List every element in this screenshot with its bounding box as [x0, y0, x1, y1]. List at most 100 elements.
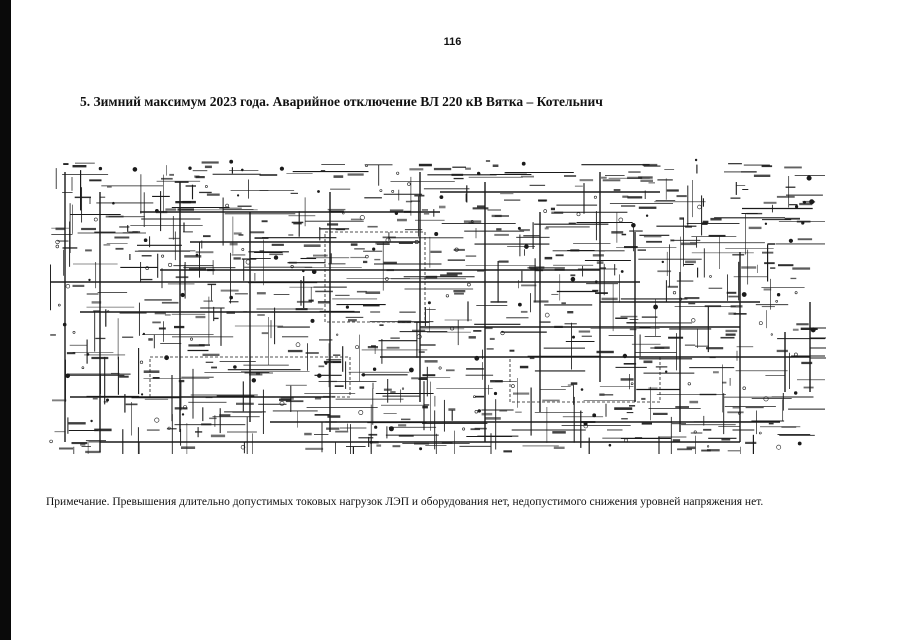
grid-node-label-mark: [269, 253, 284, 256]
grid-node-label-mark: [592, 254, 604, 257]
grid-node-mark: [251, 378, 257, 383]
grid-node-mark: [190, 337, 194, 341]
grid-node-mark: [279, 166, 284, 171]
grid-node-label-mark: [93, 310, 101, 313]
grid-node-mark: [342, 211, 345, 215]
grid-node-label-mark: [675, 406, 689, 408]
grid-node-label-mark: [570, 274, 576, 277]
grid-node-label-mark: [234, 293, 248, 295]
grid-node-mark: [694, 158, 698, 162]
grid-node-mark: [661, 260, 664, 264]
grid-node-label-mark: [328, 210, 344, 213]
grid-node-label-mark: [466, 368, 484, 370]
grid-node-mark: [794, 352, 798, 357]
grid-node-label-mark: [623, 363, 637, 365]
grid-node-mark: [809, 199, 815, 205]
grid-node-label-mark: [684, 297, 700, 300]
grid-node-label-mark: [220, 289, 239, 292]
grid-node-label-mark: [288, 261, 297, 264]
grid-node-label-mark: [699, 393, 717, 396]
grid-node-label-mark: [152, 377, 160, 379]
grid-node-label-mark: [595, 292, 608, 294]
grid-node-label-mark: [236, 402, 254, 405]
grid-node-mark: [477, 409, 481, 413]
grid-node-label-mark: [615, 317, 628, 319]
grid-node-label-mark: [95, 337, 106, 340]
grid-node-label-mark: [433, 167, 452, 171]
grid-node-mark: [372, 247, 376, 251]
grid-node-mark: [408, 367, 414, 373]
grid-node-label-mark: [741, 266, 757, 269]
grid-node-label-mark: [141, 255, 152, 257]
grid-node-label-mark: [228, 301, 239, 303]
grid-node-mark: [738, 411, 741, 415]
grid-node-mark: [524, 244, 529, 249]
grid-node-label-mark: [259, 174, 278, 176]
grid-node-mark: [369, 440, 373, 444]
grid-node-label-mark: [614, 407, 633, 410]
grid-node-mark: [301, 269, 305, 273]
grid-node-label-mark: [334, 385, 344, 387]
grid-node-mark: [106, 398, 110, 402]
grid-node-label-mark: [233, 232, 242, 235]
grid-node-label-mark: [708, 234, 726, 237]
grid-node-label-mark: [453, 177, 464, 180]
grid-node-mark: [544, 312, 550, 318]
grid-node-label-mark: [570, 249, 580, 252]
grid-node-label-mark: [335, 430, 349, 433]
grid-node-mark: [361, 373, 366, 377]
grid-node-label-mark: [439, 205, 446, 209]
grid-node-label-mark: [544, 256, 553, 260]
grid-node-label-mark: [119, 226, 130, 228]
grid-node-mark: [359, 215, 365, 221]
grid-node-mark: [763, 396, 769, 402]
grid-node-mark: [86, 353, 90, 356]
grid-node-mark: [793, 391, 798, 395]
grid-node-label-mark: [421, 209, 428, 211]
grid-node-label-mark: [418, 377, 428, 380]
grid-node-mark: [317, 190, 320, 193]
grid-node-mark: [414, 240, 419, 245]
grid-node-label-mark: [474, 427, 487, 430]
grid-node-mark: [517, 226, 521, 230]
grid-node-label-mark: [796, 220, 811, 223]
grid-node-label-mark: [530, 268, 539, 270]
grid-node-mark: [709, 275, 712, 278]
grid-node-mark: [336, 333, 339, 336]
grid-node-mark: [90, 419, 93, 423]
grid-node-label-mark: [181, 446, 196, 449]
grid-node-label-mark: [293, 222, 302, 225]
grid-node-mark: [140, 393, 144, 396]
grid-node-label-mark: [792, 267, 811, 270]
grid-node-label-mark: [376, 444, 382, 447]
grid-node-label-mark: [599, 393, 605, 396]
grid-node-mark: [450, 326, 455, 331]
grid-node-label-mark: [746, 212, 763, 215]
grid-node-mark: [394, 211, 399, 215]
grid-node-mark: [500, 330, 505, 336]
grid-node-label-mark: [778, 264, 794, 267]
grid-node-label-mark: [314, 414, 331, 416]
grid-node-label-mark: [154, 312, 166, 315]
grid-node-label-mark: [398, 424, 407, 427]
grid-node-label-mark: [103, 244, 111, 246]
grid-node-mark: [49, 439, 53, 444]
grid-node-label-mark: [637, 249, 646, 251]
grid-node-label-mark: [317, 301, 330, 304]
grid-node-label-mark: [370, 311, 381, 313]
grid-node-label-mark: [368, 433, 378, 436]
grid-node-label-mark: [454, 292, 464, 295]
grid-node-label-mark: [763, 288, 772, 291]
grid-node-mark: [788, 238, 794, 243]
grid-node-label-mark: [710, 217, 722, 221]
grid-node-mark: [470, 220, 474, 223]
grid-node-label-mark: [745, 441, 757, 444]
grid-node-mark: [801, 221, 805, 225]
grid-node-mark: [794, 291, 798, 295]
grid-node-label-mark: [128, 231, 138, 233]
grid-node-label-mark: [538, 199, 548, 202]
grid-node-mark: [396, 171, 400, 175]
grid-node-label-mark: [323, 360, 342, 364]
grid-node-label-mark: [713, 371, 719, 374]
grid-node-label-mark: [701, 222, 708, 225]
